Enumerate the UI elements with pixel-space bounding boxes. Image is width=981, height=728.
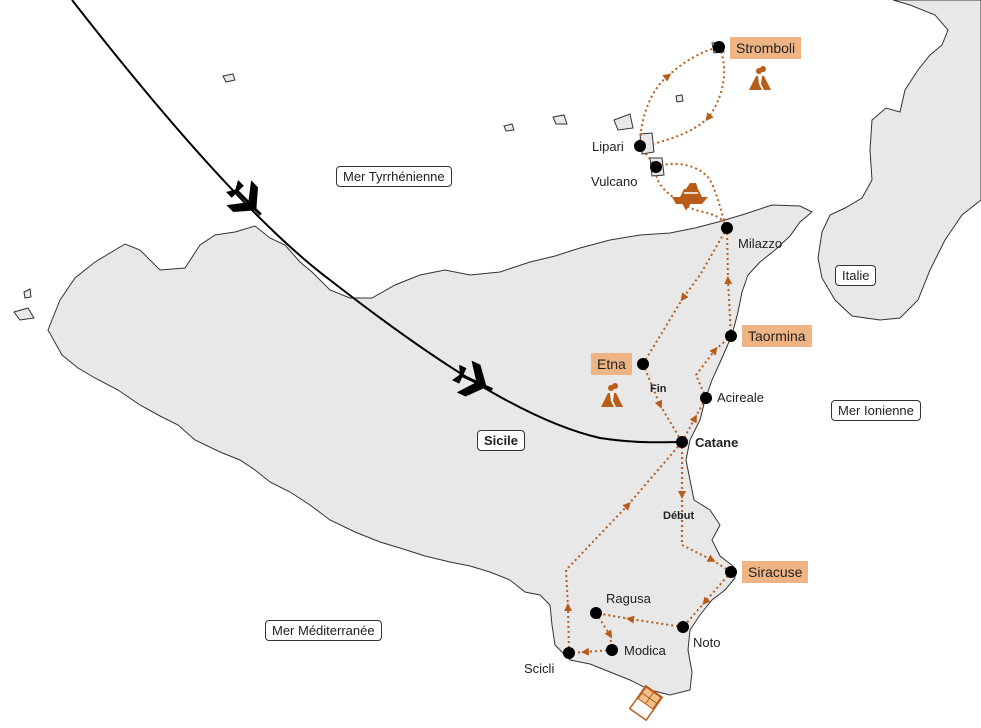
town-label-ragusa: Ragusa — [606, 591, 651, 606]
town-dot-siracuse — [725, 566, 737, 578]
town-label-taormina: Taormina — [742, 325, 812, 347]
island — [13, 307, 35, 321]
town-dot-modica — [606, 644, 618, 656]
town-label-siracuse: Siracuse — [742, 561, 809, 583]
town-dot-stromboli — [713, 41, 725, 53]
sea-label-ionian: Mer Ionienne — [831, 400, 921, 421]
town-dot-noto — [677, 621, 689, 633]
town-dot-catane — [676, 436, 688, 448]
airplane-icon — [451, 360, 493, 397]
town-label-modica: Modica — [624, 643, 666, 658]
island — [503, 123, 515, 132]
route-end-label: Fin — [650, 383, 667, 395]
island — [613, 113, 634, 131]
island — [675, 94, 684, 103]
town-label-noto: Noto — [693, 635, 721, 650]
island — [23, 288, 32, 299]
town-dot-ragusa — [590, 607, 602, 619]
town-dot-acireale — [700, 392, 712, 404]
volcano-icon — [749, 66, 771, 90]
town-label-lipari: Lipari — [592, 139, 624, 154]
town-markers — [563, 41, 737, 659]
town-dot-milazzo — [721, 222, 733, 234]
sicily-landmass — [47, 204, 813, 696]
town-label-acireale: Acireale — [717, 390, 764, 405]
island — [222, 73, 236, 83]
region-label-sicily: Sicile — [477, 430, 525, 451]
town-dot-vulcano — [650, 161, 662, 173]
town-dot-etna — [637, 358, 649, 370]
town-label-catane: Catane — [695, 435, 739, 450]
chocolate-icon — [628, 684, 664, 722]
town-dot-taormina — [725, 330, 737, 342]
town-dot-scicli — [563, 647, 575, 659]
italy-landmass — [817, 0, 981, 321]
town-label-stromboli: Stromboli — [730, 37, 802, 59]
route-start-label: Début — [663, 510, 695, 522]
volcano-icon — [601, 383, 623, 407]
island — [552, 114, 568, 125]
airplane-icon — [226, 180, 262, 216]
boat-icon — [672, 183, 708, 204]
town-label-scicli: Scicli — [524, 661, 555, 676]
town-label-vulcano: Vulcano — [591, 174, 638, 189]
sea-label-mediterranean: Mer Méditerranée — [265, 620, 382, 641]
town-dot-lipari — [634, 140, 646, 152]
flight-path — [71, 0, 683, 444]
region-label-italy: Italie — [835, 265, 877, 286]
town-label-milazzo: Milazzo — [738, 236, 783, 251]
town-label-etna: Etna — [591, 353, 632, 375]
sea-label-tyrrhenian: Mer Tyrrhénienne — [336, 166, 452, 187]
